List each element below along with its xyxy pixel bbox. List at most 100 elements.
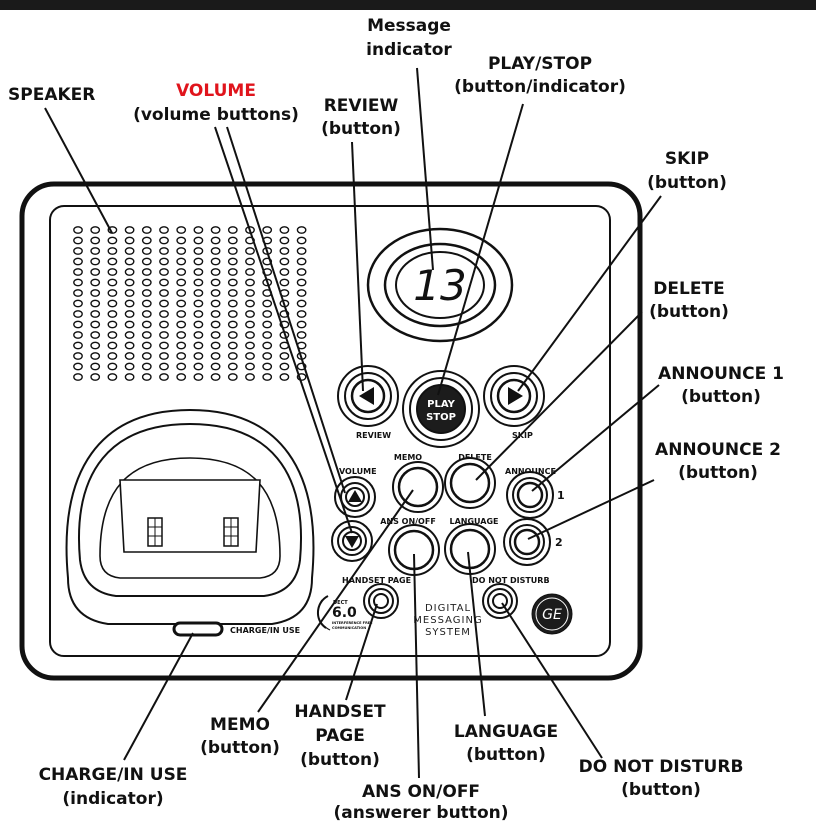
announce-2-button[interactable]	[503, 518, 551, 566]
leader-review	[351, 141, 364, 392]
speaker-hole	[73, 268, 83, 276]
speaker-hole	[227, 247, 238, 255]
ans-sublabel: (answerer button)	[334, 803, 509, 823]
speaker-hole	[159, 310, 169, 318]
speaker-hole	[296, 236, 307, 245]
speaker-hole	[176, 278, 187, 287]
speaker-hole	[279, 257, 290, 266]
speaker-hole	[73, 373, 83, 381]
speaker-hole	[210, 331, 221, 339]
speaker-hole	[176, 331, 187, 339]
speaker-hole	[73, 331, 83, 339]
dect-version: 6.0	[332, 605, 357, 621]
speaker-hole	[73, 278, 83, 287]
speaker-hole	[176, 310, 187, 318]
speaker-hole	[279, 268, 290, 276]
speaker-hole	[90, 278, 101, 287]
speaker-hole	[227, 331, 238, 339]
speaker-hole	[193, 310, 204, 318]
speaker-hole	[159, 278, 169, 287]
speaker-hole	[73, 289, 83, 297]
announce-2-label: ANNOUNCE 2	[655, 440, 781, 460]
speaker-hole	[124, 247, 135, 255]
skip-button[interactable]	[483, 365, 545, 427]
leader-speaker	[44, 107, 113, 234]
message-indicator-display: 13	[366, 227, 514, 343]
speaker-hole	[90, 373, 101, 381]
speaker-hole	[107, 362, 118, 371]
leader-language	[467, 551, 486, 717]
speaker-hole	[90, 362, 101, 371]
play-stop-button[interactable]: PLAY STOP	[402, 370, 480, 448]
speaker-hole	[107, 299, 118, 308]
dnd-printed-label: DO NOT DISTURB	[472, 576, 550, 585]
speaker-hole	[262, 362, 273, 371]
speaker-hole	[193, 320, 204, 329]
speaker-hole	[193, 373, 204, 381]
speaker-hole	[73, 299, 83, 308]
speaker-hole	[141, 373, 152, 381]
speaker-hole	[90, 310, 101, 318]
speaker-hole	[107, 257, 118, 266]
handset-label: HANDSET	[294, 702, 386, 722]
play-text: PLAY	[427, 399, 455, 410]
announce-1-sublabel: (button)	[681, 387, 761, 407]
system-text: SYSTEM	[425, 627, 471, 638]
speaker-hole	[141, 289, 152, 297]
speaker-hole	[193, 278, 204, 287]
speaker-hole	[227, 373, 238, 381]
volume-down-button[interactable]	[331, 520, 373, 562]
speaker-hole	[159, 289, 169, 297]
speaker-hole	[124, 310, 135, 318]
handset-page-button[interactable]	[363, 583, 399, 619]
speaker-hole	[245, 268, 255, 276]
review-button[interactable]	[337, 365, 399, 427]
speaker-hole	[90, 331, 101, 339]
speaker-hole	[176, 257, 187, 266]
speaker-hole	[296, 247, 307, 255]
language-label: LANGUAGE	[454, 722, 558, 742]
speaker-hole	[141, 352, 152, 360]
messaging-text: MESSAGING	[413, 615, 482, 626]
announce-1-number: 1	[557, 489, 565, 502]
speaker-hole	[193, 362, 204, 371]
leader-memo	[257, 489, 414, 713]
left-triangle-icon	[359, 387, 374, 405]
ge-logo-text: GE	[542, 607, 562, 623]
language-sublabel: (button)	[466, 745, 546, 765]
speaker-hole	[279, 278, 290, 287]
playstop-sublabel: (button/indicator)	[454, 77, 626, 97]
speaker-hole	[73, 352, 83, 360]
speaker-hole	[141, 278, 152, 287]
delete-button[interactable]	[444, 457, 496, 509]
speaker-hole	[210, 268, 221, 276]
dect-logo: DECT 6.0 INTERFERENCE FREE COMMUNICATION	[317, 595, 373, 631]
callout-labels: SPEAKER VOLUME (volume buttons) REVIEW (…	[8, 16, 784, 823]
speaker-hole	[296, 320, 307, 329]
speaker-hole	[73, 310, 83, 318]
speaker-hole	[245, 247, 255, 255]
speaker-hole	[193, 257, 204, 266]
speaker-hole	[279, 352, 290, 360]
leader-play	[437, 103, 524, 396]
speaker-hole	[90, 352, 101, 360]
speaker-hole	[296, 268, 307, 276]
speaker-hole	[176, 236, 187, 245]
dnd-sublabel: (button)	[621, 780, 701, 800]
speaker-hole	[176, 362, 187, 371]
speaker-hole	[296, 299, 307, 308]
volume-label: VOLUME	[176, 81, 256, 101]
memo-button[interactable]	[392, 461, 444, 513]
speaker-hole	[90, 257, 101, 266]
dect-caption-2: COMMUNICATION	[332, 626, 366, 630]
playstop-label: PLAY/STOP	[488, 54, 592, 74]
speaker-hole	[245, 331, 255, 339]
speaker-hole	[245, 299, 255, 308]
handset-cradle	[65, 408, 315, 625]
speaker-hole	[107, 278, 118, 287]
speaker-hole	[141, 299, 152, 308]
volume-up-button[interactable]	[334, 476, 376, 518]
do-not-disturb-button[interactable]	[482, 583, 518, 619]
speaker-hole	[141, 247, 152, 255]
speaker-hole	[124, 341, 135, 350]
